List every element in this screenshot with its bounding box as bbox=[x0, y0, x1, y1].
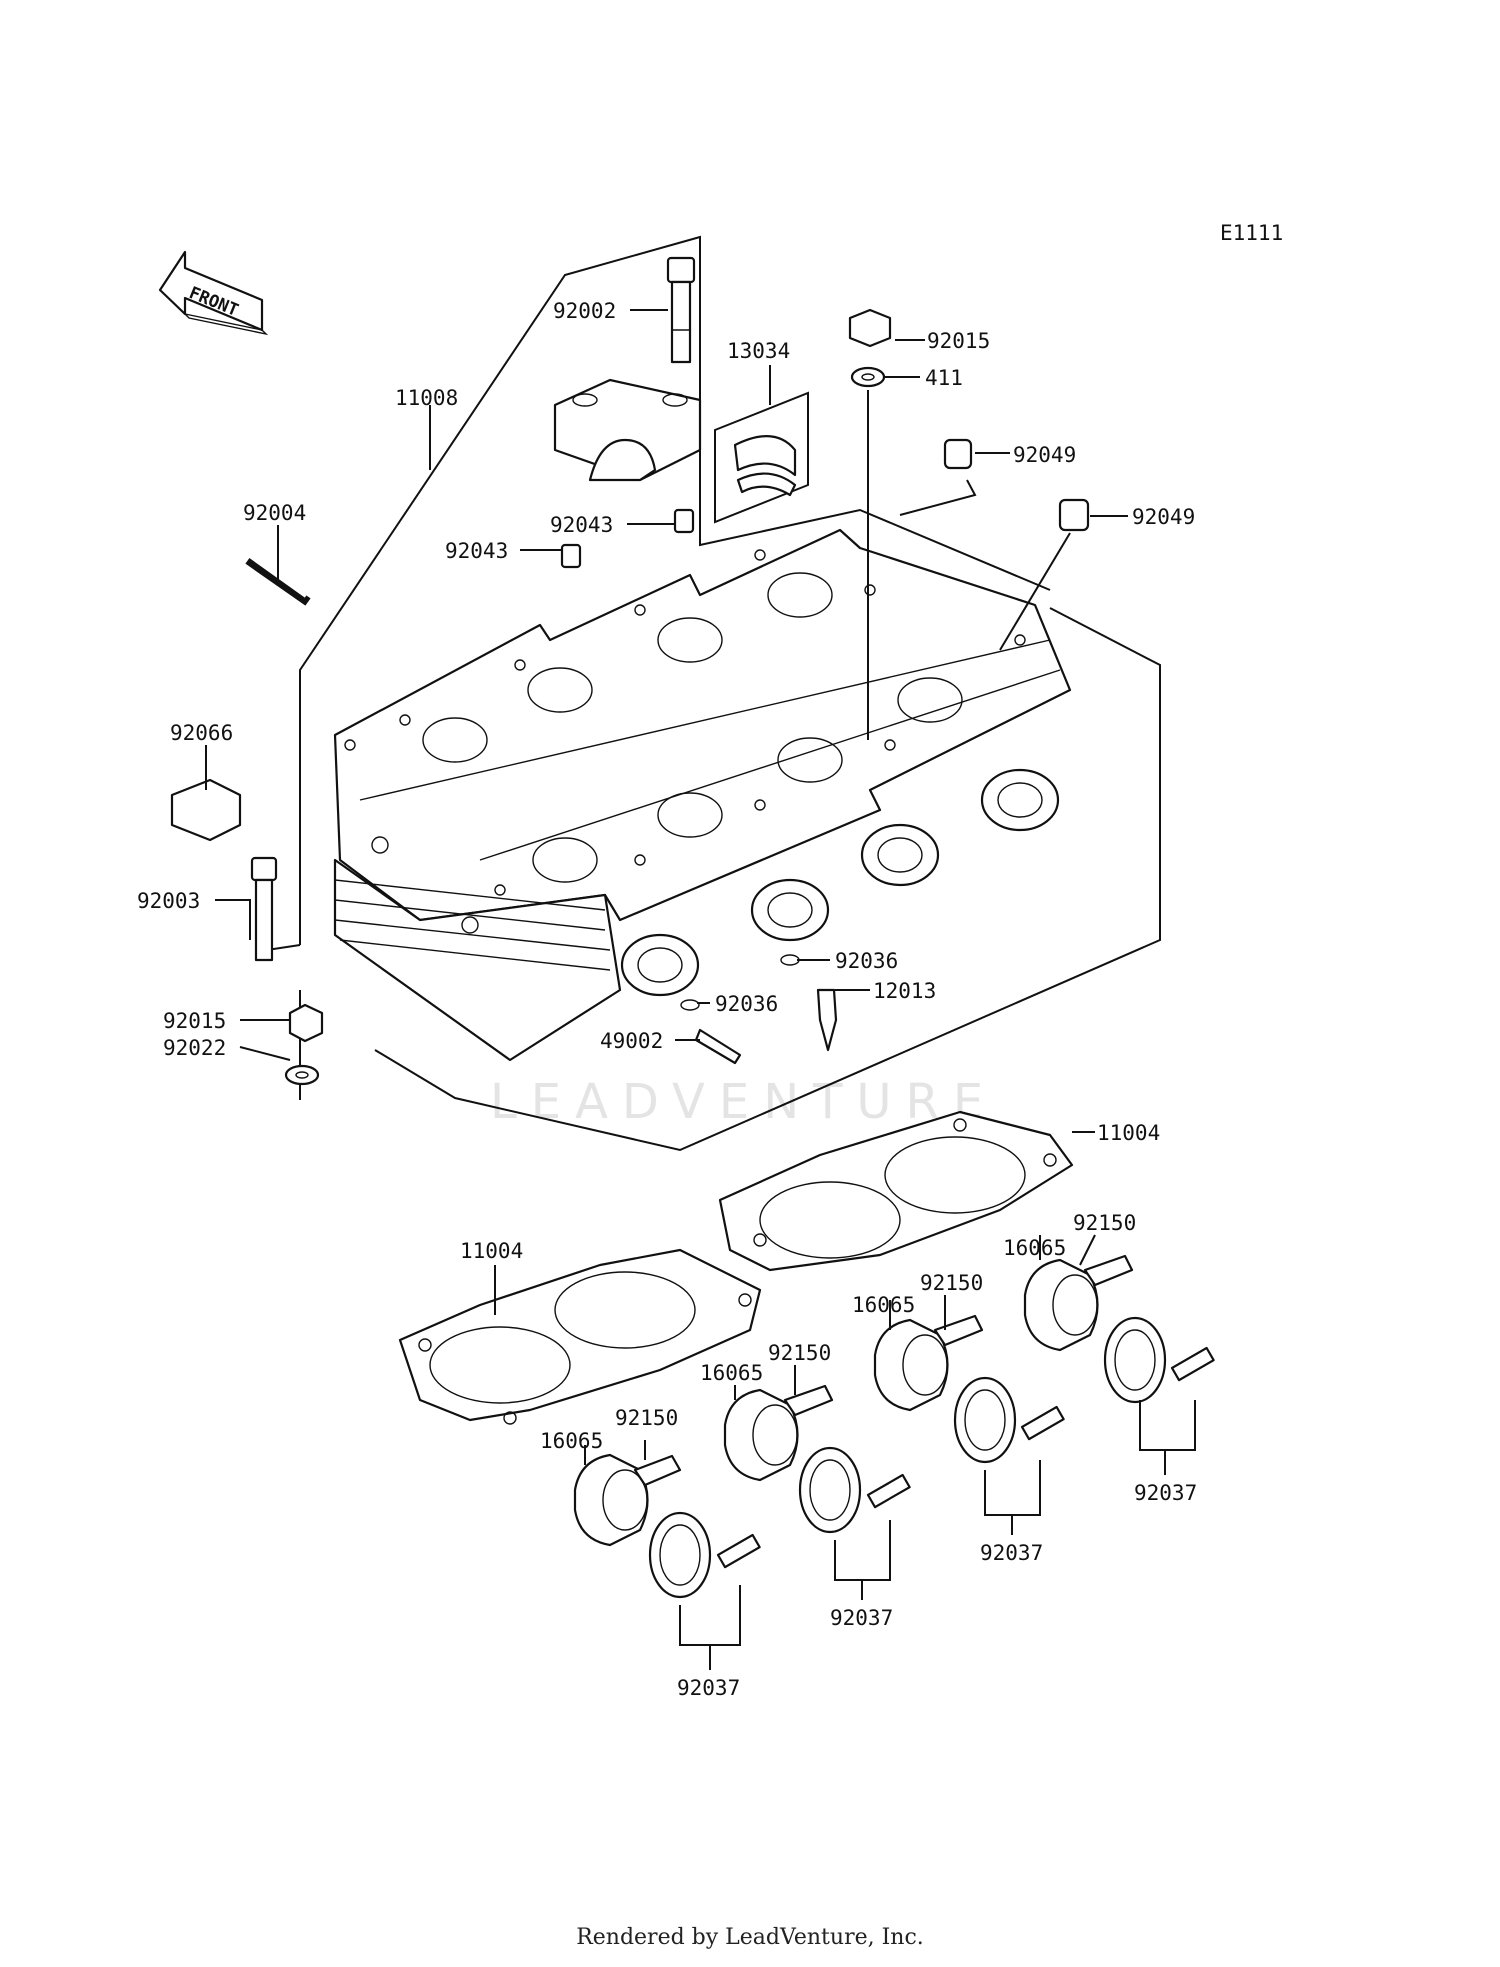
footer-credit: Rendered by LeadVenture, Inc. bbox=[576, 1925, 924, 1950]
callout-labels: 11008 92002 13034 92015 411 92049 92049 … bbox=[137, 299, 1197, 1700]
bracket-92066-icon bbox=[170, 778, 242, 842]
callout-92015-top: 92015 bbox=[927, 329, 990, 353]
callout-92066: 92066 bbox=[170, 721, 233, 745]
callout-92043-a: 92043 bbox=[550, 513, 613, 537]
intake-holder-set-4 bbox=[1023, 1254, 1215, 1404]
cam-cap-icon bbox=[553, 378, 702, 482]
callout-92043-b: 92043 bbox=[445, 539, 508, 563]
callout-411: 411 bbox=[925, 366, 963, 390]
callout-92015-bottom: 92015 bbox=[163, 1009, 226, 1033]
callout-92150-b: 92150 bbox=[920, 1271, 983, 1295]
callout-92150-a: 92150 bbox=[1073, 1211, 1136, 1235]
bushing-13034-icon bbox=[714, 391, 809, 524]
callout-92037-d: 92037 bbox=[677, 1676, 740, 1700]
callout-11004-b: 11004 bbox=[460, 1239, 523, 1263]
callout-92037-b: 92037 bbox=[980, 1541, 1043, 1565]
nut-92015-lower-icon bbox=[284, 1003, 324, 1086]
callout-13034: 13034 bbox=[727, 339, 790, 363]
diagram-code: E1111 bbox=[1220, 221, 1283, 245]
callout-92022: 92022 bbox=[163, 1036, 226, 1060]
callout-16065-a: 16065 bbox=[1003, 1236, 1066, 1260]
callout-92036-b: 92036 bbox=[715, 992, 778, 1016]
callout-92150-c: 92150 bbox=[768, 1341, 831, 1365]
callout-92037-c: 92037 bbox=[830, 1606, 893, 1630]
callout-16065-d: 16065 bbox=[540, 1429, 603, 1453]
callout-11004-a: 11004 bbox=[1097, 1121, 1160, 1145]
callout-92002: 92002 bbox=[553, 299, 616, 323]
callout-92037-a: 92037 bbox=[1134, 1481, 1197, 1505]
intake-holder-set-2 bbox=[723, 1384, 911, 1534]
watermark-text: LEADVENTURE bbox=[490, 1074, 997, 1130]
leader-lines bbox=[205, 309, 1196, 1670]
cylinder-head-11008 bbox=[333, 528, 1072, 1062]
callout-16065-c: 16065 bbox=[700, 1361, 763, 1385]
gasket-11004-lower-icon bbox=[398, 1248, 762, 1425]
callout-49002: 49002 bbox=[600, 1029, 663, 1053]
callout-12013: 12013 bbox=[873, 979, 936, 1003]
fitting-small-icons bbox=[680, 954, 838, 1065]
gasket-11004-upper-icon bbox=[718, 1110, 1074, 1272]
callout-92036-a: 92036 bbox=[835, 949, 898, 973]
callout-92150-d: 92150 bbox=[615, 1406, 678, 1430]
callout-92049-a: 92049 bbox=[1013, 443, 1076, 467]
dowel-pin-icon bbox=[560, 508, 695, 569]
callout-16065-b: 16065 bbox=[852, 1293, 915, 1317]
seal-92049-icon bbox=[899, 438, 1090, 651]
intake-holder-set-3 bbox=[873, 1314, 1065, 1464]
callout-92004: 92004 bbox=[243, 501, 306, 525]
callout-11008: 11008 bbox=[395, 386, 458, 410]
nut-92015-icon bbox=[848, 308, 892, 740]
bolt-92002-icon bbox=[666, 256, 696, 364]
callout-92049-b: 92049 bbox=[1132, 505, 1195, 529]
bolt-92003-icon bbox=[250, 856, 278, 962]
front-arrow-icon: FRONT bbox=[158, 250, 269, 336]
callout-92003: 92003 bbox=[137, 889, 200, 913]
intake-holder-set-1 bbox=[573, 1453, 761, 1599]
